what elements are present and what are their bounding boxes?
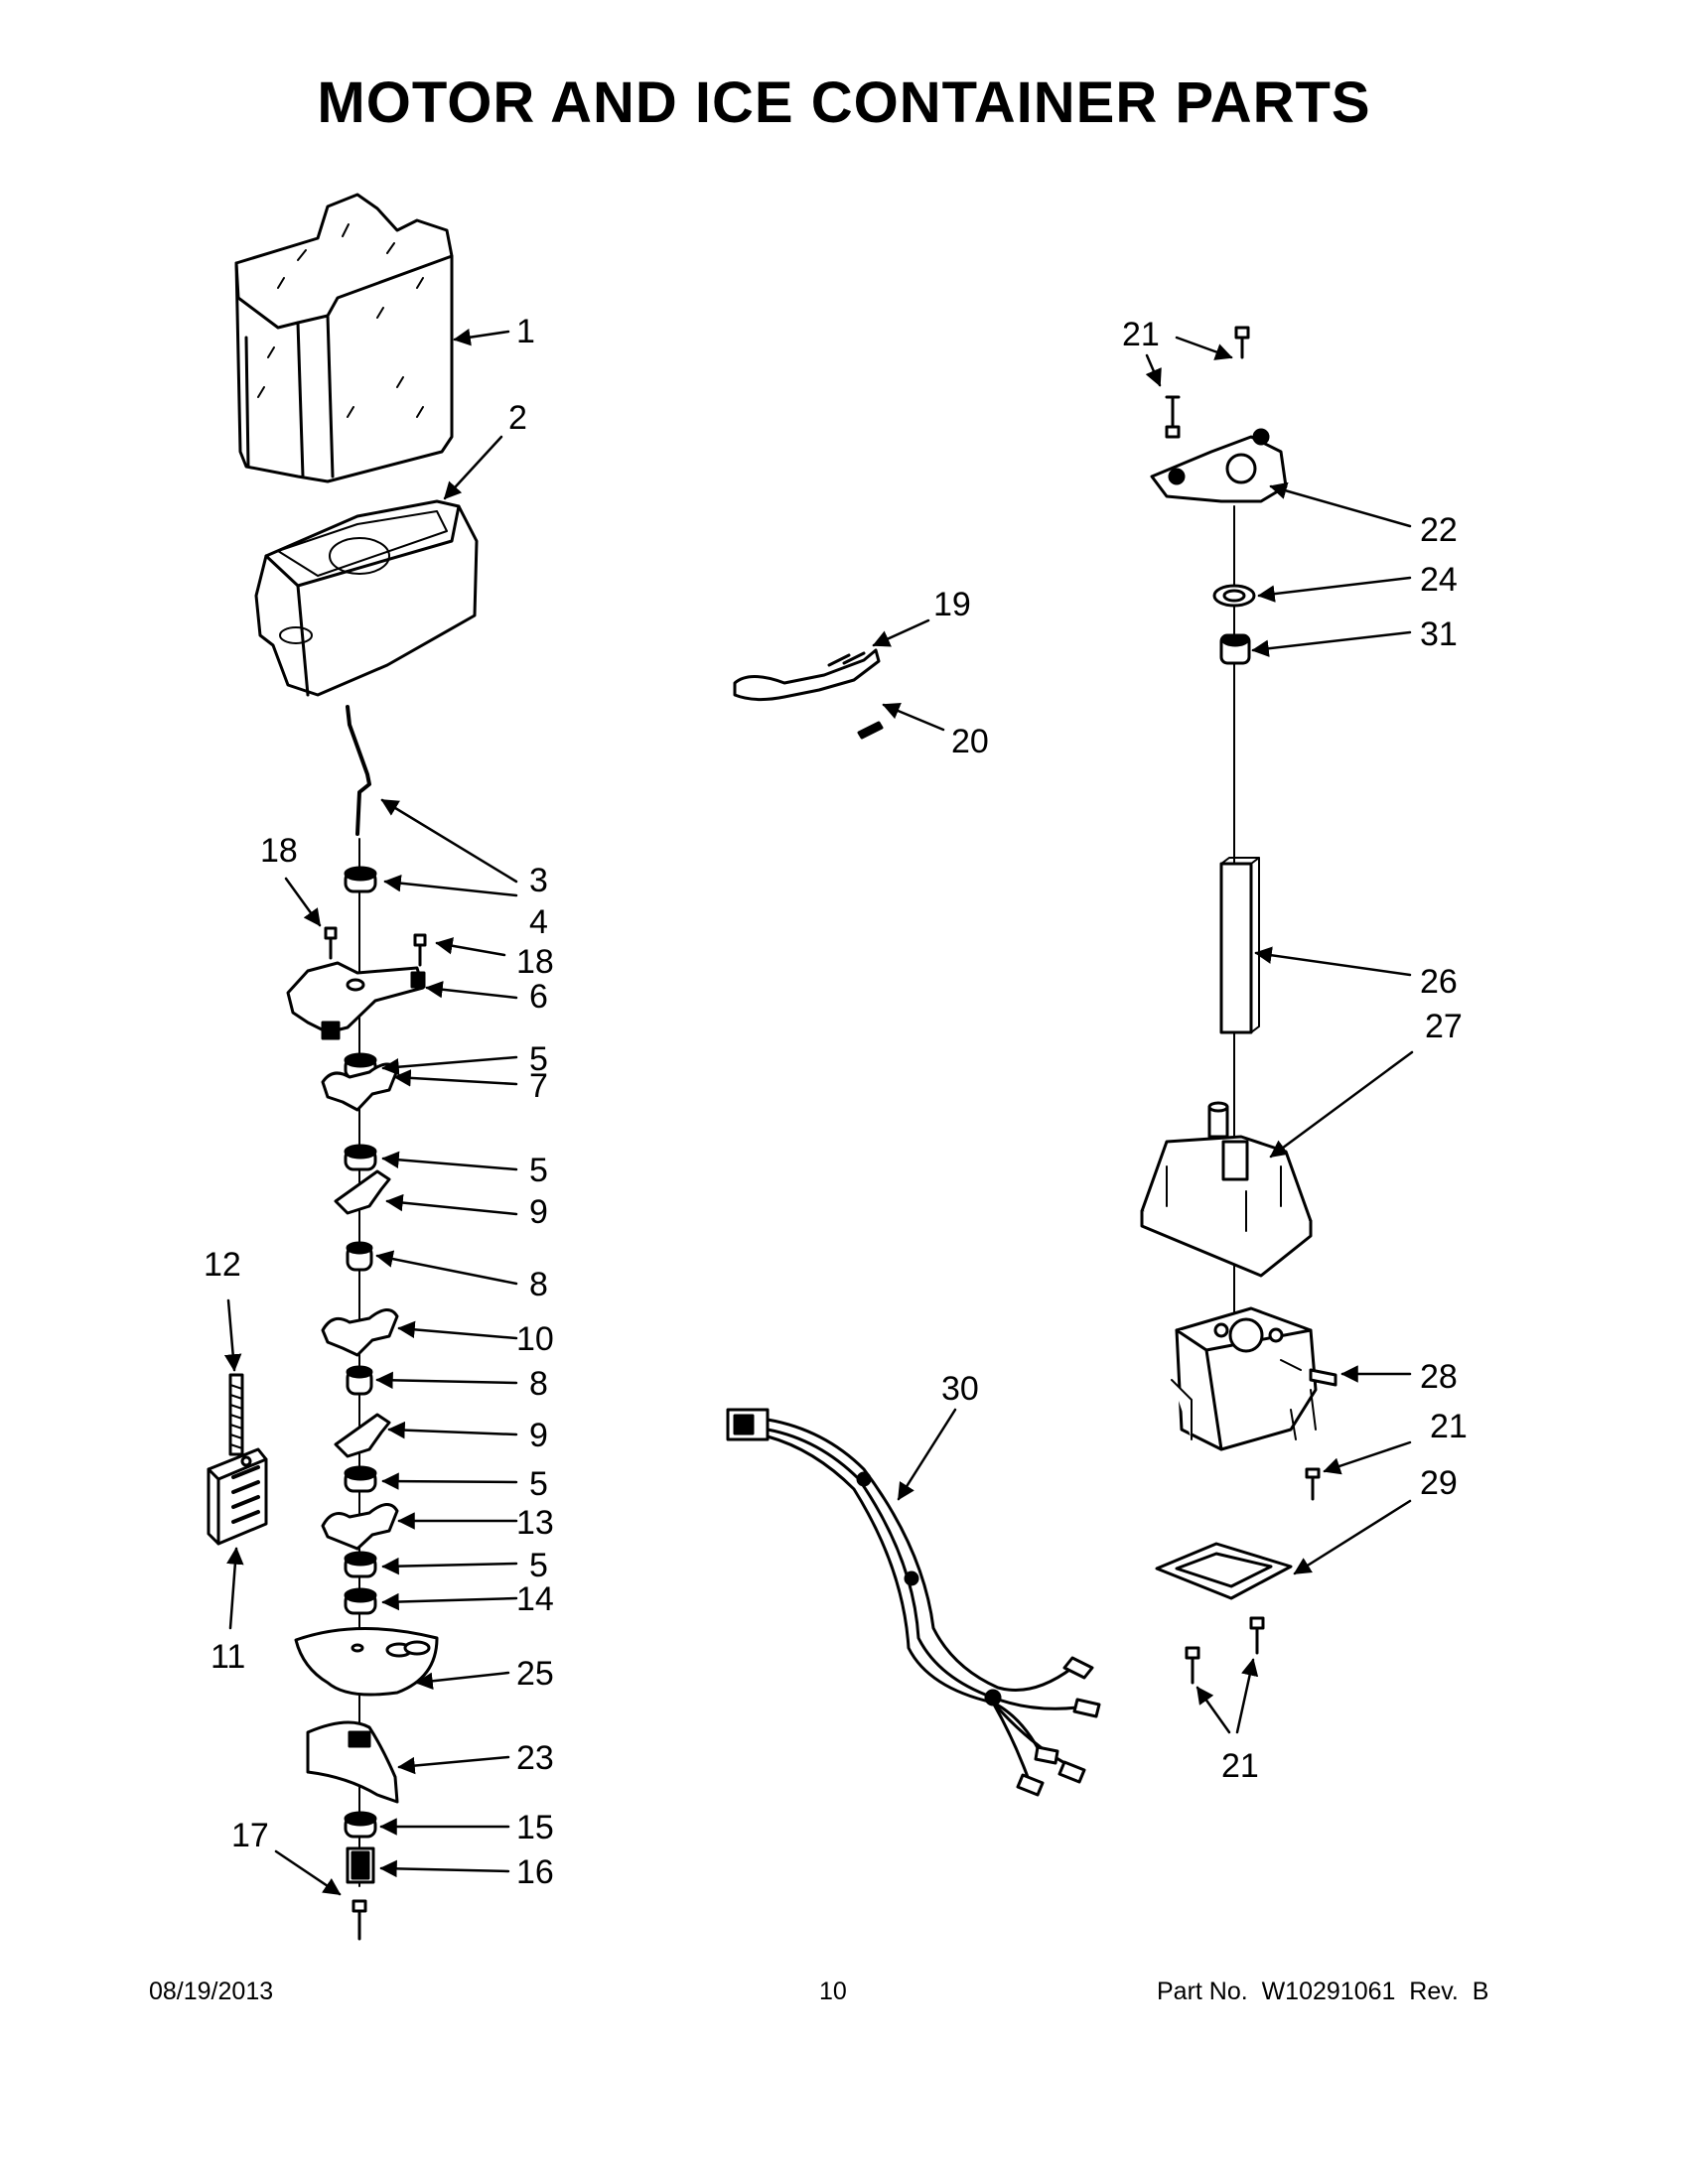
callout-5d: 5: [529, 1547, 548, 1584]
callout-5a: 5: [529, 1040, 548, 1078]
callout-8b: 8: [529, 1365, 548, 1403]
callout-9a: 9: [529, 1193, 548, 1231]
callout-18a: 18: [260, 832, 298, 870]
switch-actuator-part: [207, 1447, 268, 1546]
callout-15: 15: [516, 1809, 554, 1846]
callout-13: 13: [516, 1504, 554, 1542]
callout-25: 25: [516, 1655, 554, 1693]
spring-pin-part: [857, 721, 884, 740]
callout-2: 2: [508, 399, 527, 437]
callout-23: 23: [516, 1739, 554, 1777]
motor-part: [1171, 1306, 1337, 1451]
bottom-screws: [1185, 1616, 1265, 1685]
spring-part: [228, 1373, 244, 1456]
callout-12: 12: [204, 1246, 241, 1284]
callout-11: 11: [211, 1638, 245, 1676]
bushing-part: [1219, 633, 1251, 665]
callout-19: 19: [933, 586, 971, 623]
callout-21b: 21: [1430, 1408, 1468, 1445]
ice-container-part: [234, 193, 454, 483]
callout-labels: 1 2 3 4 18 18 6 5 7 5 9 12 8 10 8 9 5 13…: [204, 313, 1468, 1891]
callout-21a: 21: [1122, 316, 1160, 353]
callout-6: 6: [529, 978, 548, 1016]
callout-9b: 9: [529, 1417, 548, 1454]
divider-plate-part: [294, 1626, 439, 1697]
callout-29: 29: [1420, 1464, 1458, 1502]
callout-1: 1: [516, 313, 535, 350]
mid-leader-arrows: [872, 618, 945, 732]
drive-coupler-part: [346, 1846, 375, 1941]
callout-5c: 5: [529, 1465, 548, 1503]
drive-cam-part: [306, 1720, 399, 1804]
callout-8a: 8: [529, 1266, 548, 1303]
callout-4: 4: [529, 903, 548, 941]
callout-10: 10: [516, 1320, 554, 1358]
callout-3: 3: [529, 862, 548, 899]
callout-22: 22: [1420, 511, 1458, 549]
footer-date: 08/19/2013: [149, 1978, 274, 2005]
drive-shaft-part: [1219, 857, 1260, 1034]
top-bracket-screws: [1165, 326, 1250, 439]
right-leader-arrows: [1145, 336, 1414, 1734]
ice-crusher-blades: [321, 1062, 399, 1551]
callout-7: 7: [529, 1067, 548, 1105]
callout-26: 26: [1420, 963, 1458, 1001]
callout-20: 20: [951, 723, 989, 760]
page-title: MOTOR AND ICE CONTAINER PARTS: [317, 70, 1371, 135]
left-leader-arrows: [223, 329, 518, 1896]
callout-30: 30: [941, 1370, 979, 1408]
callout-18b: 18: [516, 943, 554, 981]
motor-cover-part: [1140, 1101, 1313, 1278]
callout-16: 16: [516, 1853, 554, 1891]
motor-screw-part: [1305, 1467, 1321, 1501]
callout-28: 28: [1420, 1358, 1458, 1396]
harness-leader: [897, 1408, 957, 1501]
wire-harness-part: [726, 1408, 1101, 1797]
callout-17: 17: [231, 1817, 269, 1854]
footer-page-number: 10: [819, 1978, 847, 2005]
thrust-washer-part: [1212, 584, 1256, 608]
callout-14: 14: [516, 1580, 554, 1618]
callout-24: 24: [1420, 561, 1458, 599]
ejector-lever-part: [733, 648, 881, 702]
ice-bin-housing-part: [254, 499, 479, 697]
footer-part-number: Part No. W10291061 Rev. B: [1157, 1978, 1489, 2005]
gasket-part: [1155, 1542, 1293, 1600]
callout-27: 27: [1425, 1008, 1463, 1045]
callout-5b: 5: [529, 1152, 548, 1189]
mounting-bracket-part: [286, 926, 427, 1040]
callout-31: 31: [1420, 615, 1458, 653]
top-bracket-part: [1150, 428, 1288, 503]
crank-rod-part: [346, 705, 371, 836]
bearing-washers: [344, 866, 377, 1839]
callout-21c: 21: [1221, 1747, 1259, 1785]
